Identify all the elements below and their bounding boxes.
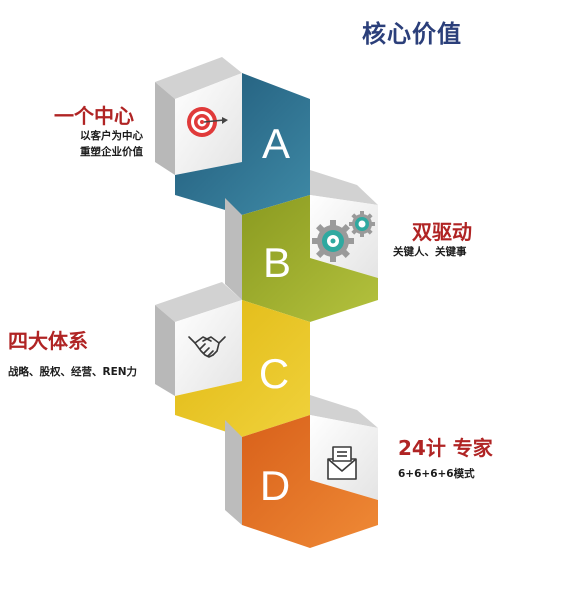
subtext-d-line1: 6+6+6+6模式 xyxy=(398,468,475,480)
page-title: 核心价值 xyxy=(362,20,462,48)
block-c-face xyxy=(175,300,310,437)
heading-c: 四大体系 xyxy=(8,329,88,353)
block-c-letter: C xyxy=(259,350,289,397)
block-d-letter: D xyxy=(260,462,290,509)
block-a-top-shade xyxy=(155,57,242,99)
gears-icon xyxy=(312,211,375,262)
block-a-face xyxy=(175,73,310,215)
block-b-letter: B xyxy=(263,239,291,286)
heading-a: 一个中心 xyxy=(54,104,134,128)
block-d-face xyxy=(242,415,378,548)
envelope-icon xyxy=(327,446,357,480)
target-icon xyxy=(187,107,228,137)
handshake-icon xyxy=(188,336,226,358)
block-c xyxy=(155,282,310,437)
block-b-side-shade xyxy=(225,198,242,300)
block-c-top-shade xyxy=(155,282,242,322)
subtext-b-line1: 关键人、关键事 xyxy=(393,246,467,258)
block-d-top-shade xyxy=(310,395,378,428)
heading-d: 24计 专家 xyxy=(398,436,493,460)
block-b-top-shade xyxy=(310,170,378,205)
subtext-a-line2: 重塑企业价值 xyxy=(80,146,143,158)
subtext-c-line1: 战略、股权、经营、REN力 xyxy=(8,366,138,378)
subtext-a-line1: 以客户为中心 xyxy=(80,130,143,142)
block-a-side-shade xyxy=(155,82,175,175)
block-a xyxy=(155,57,310,215)
heading-b: 双驱动 xyxy=(412,220,472,244)
block-b-face xyxy=(242,195,378,322)
block-c-side-shade xyxy=(155,305,175,396)
block-d-side-shade xyxy=(225,420,242,525)
block-a-letter: A xyxy=(262,120,290,167)
